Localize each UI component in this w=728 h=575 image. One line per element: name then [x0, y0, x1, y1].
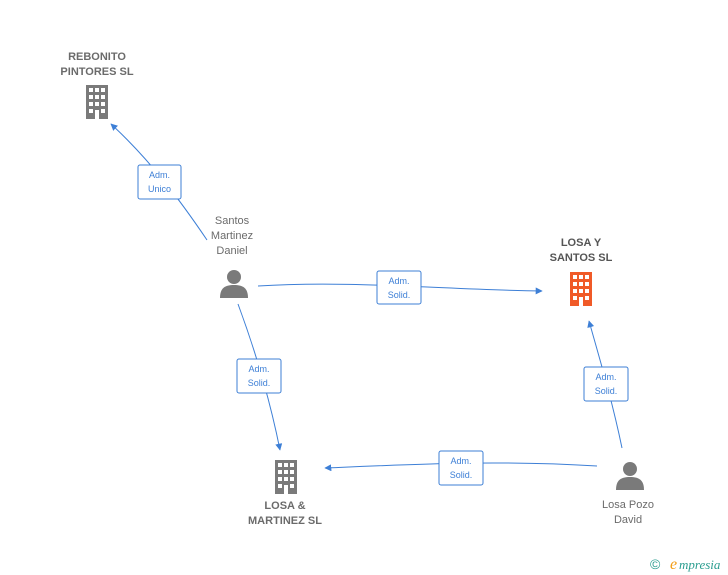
node-label-line1: Santos [215, 215, 250, 227]
brand-name: mpresia [679, 557, 721, 572]
node-label-line2: PINTORES SL [60, 66, 133, 78]
edge-label-line2: Solid. [388, 290, 411, 300]
node-label-line2: MARTINEZ SL [248, 515, 322, 527]
edge-label-box [376, 270, 422, 305]
building-icon [570, 272, 592, 306]
node-label-line1: Losa Pozo [602, 499, 654, 511]
edge-label-line2: Solid. [450, 470, 473, 480]
edge-label-box [137, 164, 182, 200]
edge-pozo-losa-santos: Adm. Solid. [583, 320, 629, 449]
edge-label-line2: Solid. [595, 386, 618, 396]
edge-santos-losa-martinez: Adm. Solid. [236, 303, 283, 451]
edge-label-line1: Adm. [149, 170, 170, 180]
edge-label-box [236, 358, 282, 394]
node-losa-martinez[interactable]: LOSA & MARTINEZ SL [248, 460, 322, 527]
edge-label-line1: Adm. [450, 456, 471, 466]
node-label-line1: LOSA & [264, 500, 305, 512]
edge-label-box [438, 450, 484, 486]
node-label-line3: Daniel [216, 245, 247, 257]
node-label-line1: REBONITO [68, 51, 126, 63]
edge-label-line1: Adm. [595, 372, 616, 382]
copyright-symbol: © [650, 556, 661, 572]
building-icon [275, 460, 297, 494]
node-santos-martinez-daniel[interactable]: Santos Martinez Daniel [211, 215, 253, 298]
node-rebonito-pintores[interactable]: REBONITO PINTORES SL [60, 51, 134, 119]
node-label-line2: SANTOS SL [550, 252, 613, 264]
node-label-line2: Martinez [211, 230, 253, 242]
brand-initial: e [670, 556, 677, 573]
edge-santos-rebonito: Adm. Unico [110, 123, 208, 241]
brand-footer: © e mpresia [650, 556, 721, 573]
person-icon [220, 270, 248, 298]
edge-label-line2: Unico [148, 184, 171, 194]
edge-pozo-losa-martinez: Adm. Solid. [324, 450, 598, 486]
edge-label-line2: Solid. [248, 378, 271, 388]
edge-santos-losa-santos: Adm. Solid. [257, 270, 543, 305]
node-label-line1: LOSA Y [561, 237, 602, 249]
node-losa-pozo-david[interactable]: Losa Pozo David [602, 462, 654, 526]
building-icon [86, 85, 108, 119]
node-label-line2: David [614, 514, 642, 526]
node-losa-y-santos[interactable]: LOSA Y SANTOS SL [550, 237, 613, 306]
edge-label-box [583, 366, 629, 402]
edge-label-line1: Adm. [248, 364, 269, 374]
person-icon [616, 462, 644, 490]
edge-label-line1: Adm. [388, 276, 409, 286]
